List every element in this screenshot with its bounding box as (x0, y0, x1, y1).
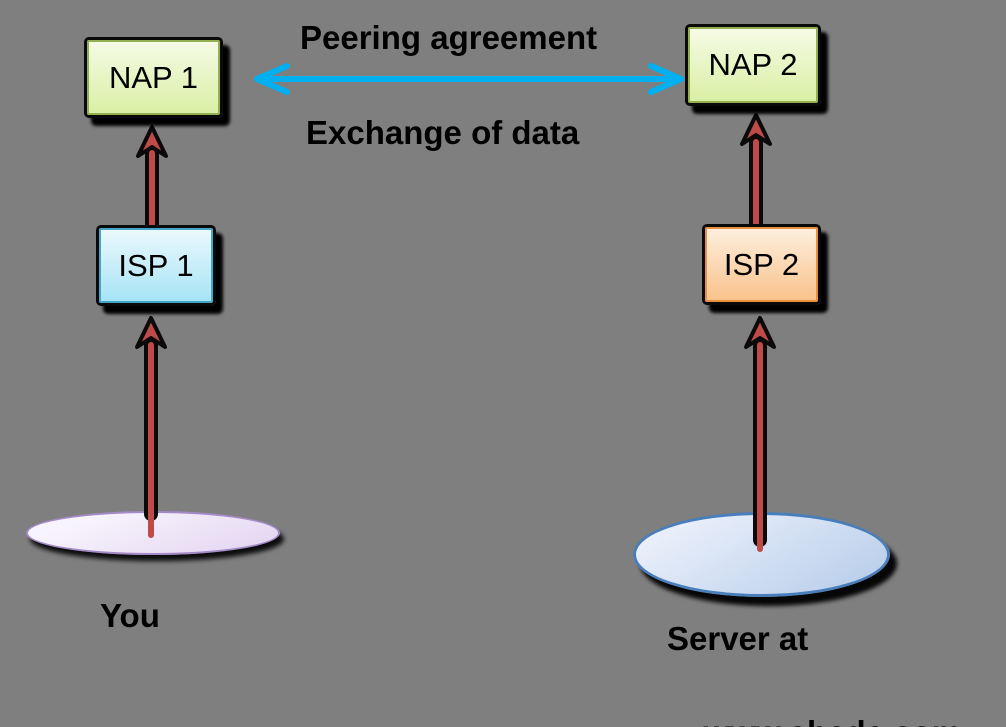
arrow-you-to-isp1 (135, 316, 167, 538)
nap1-box: NAP 1 (84, 37, 223, 118)
server-network-ellipse (633, 512, 890, 597)
you-label: You (100, 597, 160, 634)
nap2-box: NAP 2 (685, 24, 821, 106)
server-label-line2: www.abcde.com (704, 714, 961, 727)
you-network-ellipse (26, 511, 280, 555)
nap1-label: NAP 1 (108, 59, 199, 95)
isp1-box: ISP 1 (96, 225, 216, 306)
arrow-isp2-to-nap2 (740, 113, 772, 236)
server-label-line1: Server at (667, 620, 809, 657)
peering-double-arrow (254, 63, 684, 95)
server-label: Server at www.abcde.com (667, 615, 961, 727)
isp1-label: ISP 1 (118, 247, 194, 283)
nap2-label: NAP 2 (708, 47, 798, 82)
exchange-of-data-label: Exchange of data (306, 114, 580, 151)
arrow-isp1-to-nap1 (136, 125, 168, 237)
peering-agreement-label: Peering agreement (300, 19, 598, 56)
isp2-box: ISP 2 (702, 224, 821, 305)
isp2-label: ISP 2 (723, 246, 800, 282)
